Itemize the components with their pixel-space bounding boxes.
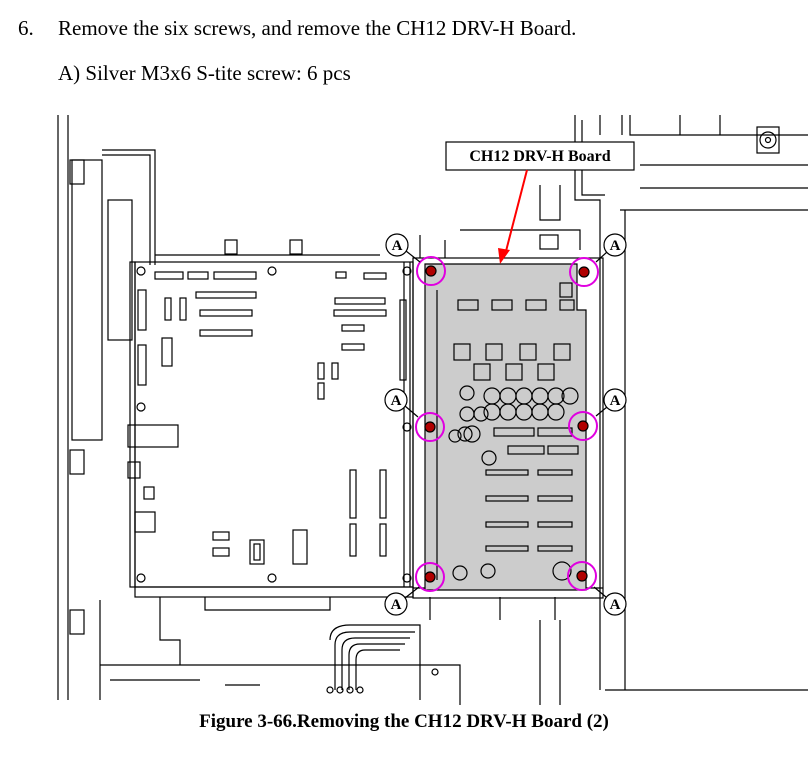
screws [415,256,599,592]
main-board [127,261,414,598]
screw-letter: A [391,597,402,613]
lower-assembly [100,597,561,705]
figure-caption: Figure 3-66.Removing the CH12 DRV-H Boar… [199,711,609,732]
screw-top-left [416,256,446,286]
chassis-outline [57,115,808,700]
screw-bottom-left [415,562,445,592]
callout-label: CH12 DRV-H Board [469,148,610,165]
ch12-drv-h-board [424,263,587,591]
screw-letter: A [610,238,621,254]
screw-top-right [569,257,599,287]
screw-spec: A) Silver M3x6 S-tite screw: 6 pcs [58,61,351,85]
step-number: 6. [18,16,34,40]
screw-bottom-right [567,561,597,591]
screw-letter: A [610,597,621,613]
screw-middle-right [568,411,598,441]
screw-letter: A [391,393,402,409]
board-callout [445,141,635,264]
screw-letter: A [610,393,621,409]
step-instruction: Remove the six screws, and remove the CH… [58,16,577,40]
screw-letter: A [392,238,403,254]
screw-middle-left [415,412,445,442]
screw-labels [384,233,627,616]
